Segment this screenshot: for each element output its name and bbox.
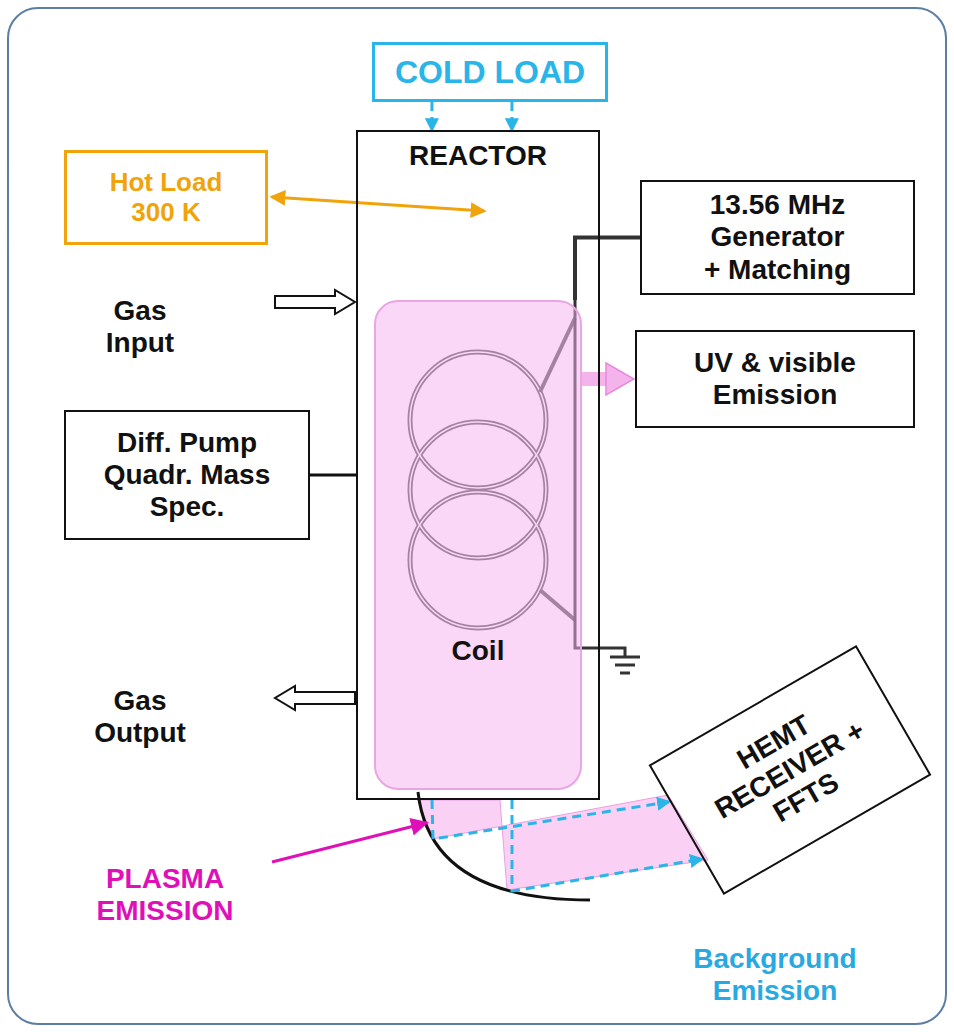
reactor-box: REACTOR Coil (356, 130, 600, 800)
ground-wire (575, 300, 625, 656)
ground-symbol (610, 657, 640, 673)
beam-arrow (512, 800, 702, 891)
beam-arrow (430, 102, 433, 130)
gas-label: Gas Input (100, 295, 180, 359)
beam-arrow (510, 102, 513, 130)
receiver-box: HEMT RECEIVER + FFTS (649, 645, 932, 895)
hot-load-arrow (272, 197, 484, 211)
outer-panel (8, 8, 946, 1024)
node-label: 13.56 MHz Generator + Matching (702, 189, 854, 286)
cold-load-box: COLD LOAD (372, 42, 608, 102)
node-label: UV & visible Emission (688, 347, 863, 411)
pump-line (310, 474, 356, 477)
node-label: HEMT RECEIVER + FFTS (692, 686, 888, 855)
beam-arrow (432, 800, 669, 839)
mirror (418, 792, 590, 900)
generator-box: 13.56 MHz Generator + Matching (640, 180, 915, 295)
emission-label: Background Emission (685, 943, 865, 1007)
rf-feed-line (575, 238, 640, 301)
plasma-region: Coil (374, 300, 582, 790)
leader-arrow (272, 823, 426, 862)
hot-load-box: Hot Load 300 K (64, 150, 268, 245)
gas-output-arrow (275, 686, 355, 710)
gas-label: Gas Output (90, 685, 190, 749)
emission-label: PLASMA EMISSION (85, 863, 245, 927)
node-label: COLD LOAD (395, 54, 585, 91)
gas-input-arrow (275, 290, 355, 314)
emission-box: UV & visible Emission (635, 330, 915, 428)
node-label: REACTOR (409, 140, 547, 172)
plasma-beam (418, 795, 708, 890)
pump-box: Diff. Pump Quadr. Mass Spec. (64, 410, 310, 540)
node-label: Diff. Pump Quadr. Mass Spec. (102, 427, 272, 524)
node-label: Coil (452, 635, 505, 667)
node-label: Hot Load 300 K (101, 168, 231, 228)
